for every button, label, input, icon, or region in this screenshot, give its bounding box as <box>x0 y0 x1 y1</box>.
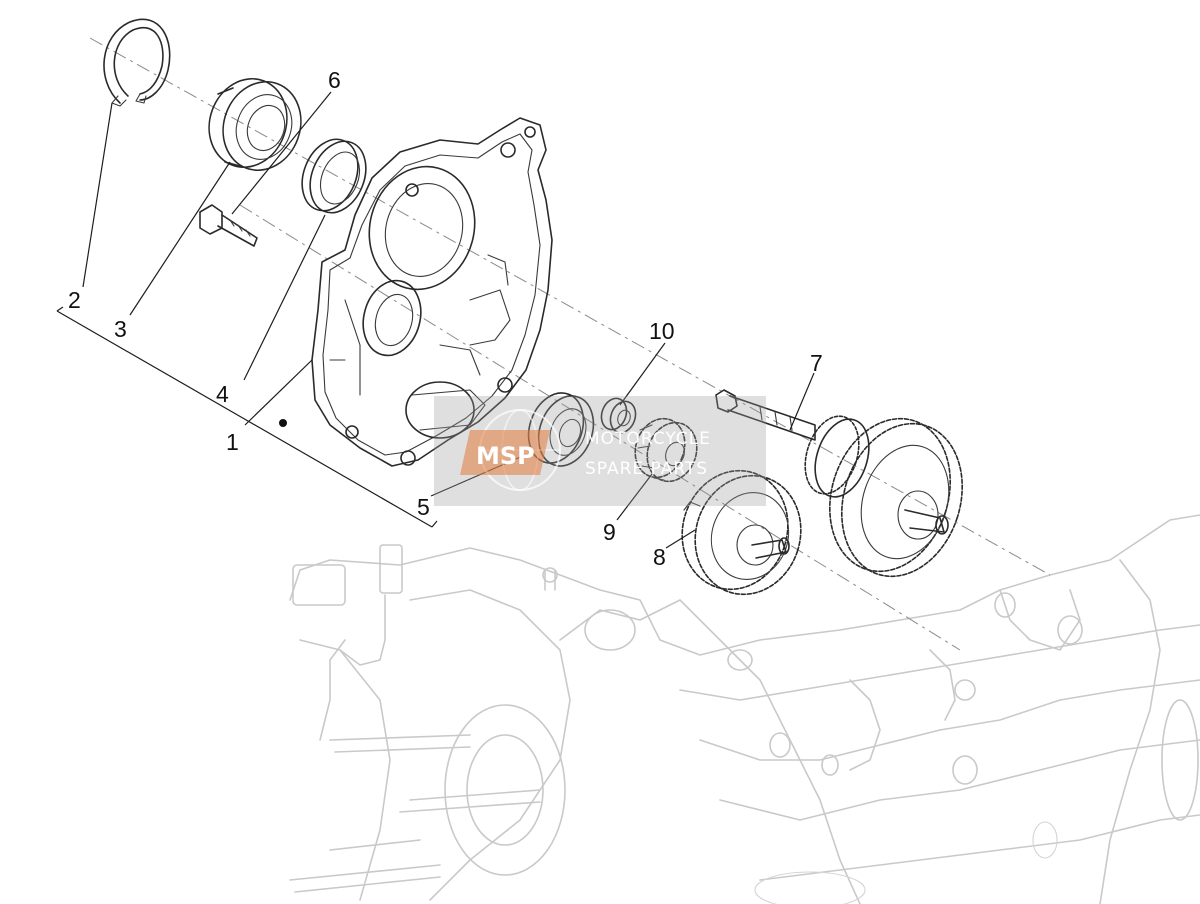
callout-labels: 1 2 3 4 5 6 7 8 9 10 <box>68 67 823 570</box>
gearbox-cover-part <box>279 117 553 467</box>
watermark-line1: MOTORCYCLE <box>585 429 711 449</box>
watermark-logo-text: MSP <box>476 442 535 470</box>
gear-8-part <box>681 469 802 596</box>
callout-7: 7 <box>810 350 823 376</box>
callout-8: 8 <box>653 544 666 570</box>
watermark-line2: SPARE PARTS <box>585 459 708 479</box>
callout-10: 10 <box>649 318 675 344</box>
callout-9: 9 <box>603 519 616 545</box>
watermark-logo: MSP <box>460 430 550 475</box>
bushing-10-part <box>600 397 637 434</box>
bolt-part <box>199 204 258 247</box>
group-bracket <box>56 306 438 528</box>
circlip-part <box>103 18 171 107</box>
assembly-axes <box>89 37 1051 651</box>
callout-1: 1 <box>226 429 239 455</box>
oil-seal-part <box>301 138 367 214</box>
callout-6: 6 <box>328 67 341 93</box>
engine-crankcase-ghost <box>289 514 1200 904</box>
callout-5: 5 <box>417 494 430 520</box>
shaft-gear-7-part <box>715 389 963 578</box>
callout-4: 4 <box>216 381 229 407</box>
leader-lines <box>82 91 815 549</box>
callout-2: 2 <box>68 287 81 313</box>
callout-3: 3 <box>114 316 127 342</box>
watermark: MSP MOTORCYCLE SPARE PARTS <box>434 396 766 506</box>
ball-bearing-part <box>208 77 302 172</box>
